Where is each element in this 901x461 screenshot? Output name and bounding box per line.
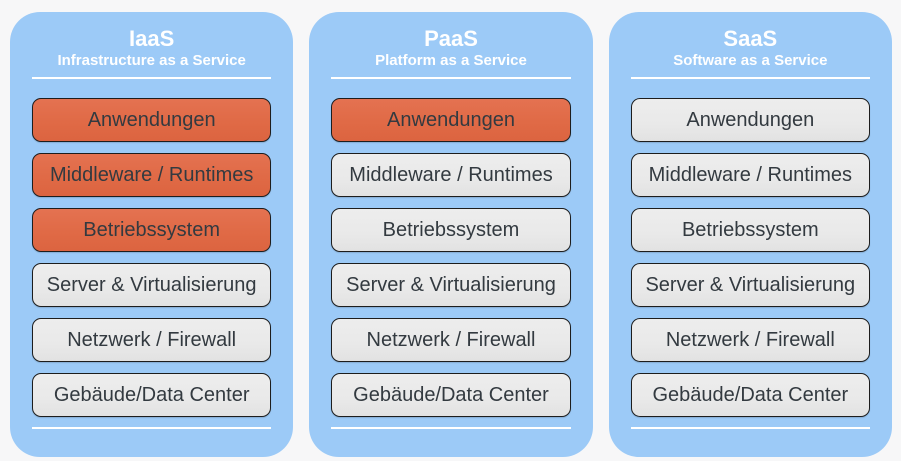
footer-divider	[32, 427, 272, 429]
panel-saas: SaaS Software as a Service Anwendungen M…	[608, 12, 892, 457]
layer-box: Anwendungen	[32, 98, 272, 142]
layer-label: Server & Virtualisierung	[645, 273, 856, 296]
panel-iaas: IaaS Infrastructure as a Service Anwendu…	[10, 12, 294, 457]
header-divider	[32, 77, 272, 79]
layer-box: Anwendungen	[331, 98, 571, 142]
layer-box: Middleware / Runtimes	[331, 153, 571, 197]
layer-box: Middleware / Runtimes	[630, 153, 870, 197]
panel-title: IaaS	[129, 26, 175, 51]
panel-subtitle: Software as a Service	[673, 52, 828, 69]
layer-label: Gebäude/Data Center	[353, 383, 549, 406]
layer-label: Netzwerk / Firewall	[366, 328, 536, 351]
layer-box: Anwendungen	[630, 98, 870, 142]
layer-label: Anwendungen	[686, 108, 815, 131]
layer-label: Netzwerk / Firewall	[67, 328, 237, 351]
layer-label: Betriebssystem	[83, 218, 221, 241]
layer-box: Gebäude/Data Center	[630, 373, 870, 417]
layer-box: Betriebssystem	[331, 208, 571, 252]
panel-subtitle: Infrastructure as a Service	[57, 52, 246, 69]
layer-box: Gebäude/Data Center	[331, 373, 571, 417]
layer-box: Gebäude/Data Center	[32, 373, 272, 417]
layer-label: Server & Virtualisierung	[346, 273, 556, 296]
layer-stack: Anwendungen Middleware / Runtimes Betrie…	[331, 98, 571, 417]
layer-label: Betriebssystem	[382, 218, 520, 241]
panel-title: PaaS	[424, 26, 478, 51]
panel-paas: PaaS Platform as a Service Anwendungen M…	[309, 12, 593, 457]
layer-box: Betriebssystem	[32, 208, 272, 252]
layer-label: Middleware / Runtimes	[648, 163, 853, 186]
panel-title: SaaS	[723, 26, 778, 51]
panel-subtitle: Platform as a Service	[375, 52, 527, 69]
layer-label: Server & Virtualisierung	[46, 273, 257, 296]
layer-box: Netzwerk / Firewall	[331, 318, 571, 362]
footer-divider	[630, 427, 870, 429]
layer-box: Middleware / Runtimes	[32, 153, 272, 197]
layer-stack: Anwendungen Middleware / Runtimes Betrie…	[32, 98, 272, 417]
layer-box: Server & Virtualisierung	[331, 263, 571, 307]
layer-box: Server & Virtualisierung	[32, 263, 272, 307]
layer-box: Betriebssystem	[630, 208, 870, 252]
layer-box: Server & Virtualisierung	[630, 263, 870, 307]
layer-label: Anwendungen	[87, 108, 216, 131]
layer-box: Netzwerk / Firewall	[32, 318, 272, 362]
layer-label: Netzwerk / Firewall	[665, 328, 835, 351]
layer-label: Anwendungen	[387, 108, 515, 131]
layer-label: Middleware / Runtimes	[349, 163, 553, 186]
layer-label: Gebäude/Data Center	[53, 383, 250, 406]
layer-label: Middleware / Runtimes	[49, 163, 254, 186]
layer-stack: Anwendungen Middleware / Runtimes Betrie…	[630, 98, 870, 417]
layer-box: Netzwerk / Firewall	[630, 318, 870, 362]
header-divider	[630, 77, 870, 79]
footer-divider	[331, 427, 571, 429]
header-divider	[331, 77, 571, 79]
layer-label: Betriebssystem	[681, 218, 819, 241]
layer-label: Gebäude/Data Center	[652, 383, 849, 406]
